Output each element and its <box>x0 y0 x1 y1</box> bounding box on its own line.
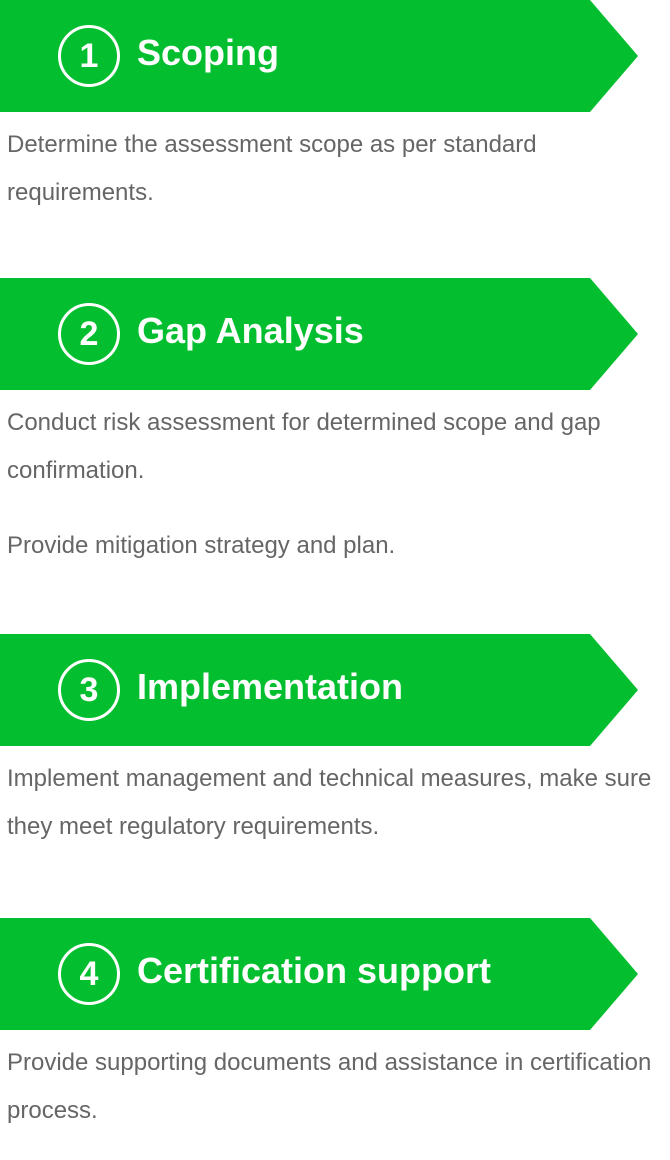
step-implementation: 3 Implementation Implement management an… <box>0 634 670 851</box>
step-scoping: 1 Scoping Determine the assessment scope… <box>0 0 670 217</box>
step-title: Scoping <box>137 32 279 73</box>
step-description-block: Determine the assessment scope as per st… <box>0 112 670 217</box>
step-certification-support: 4 Certification support Provide supporti… <box>0 918 670 1135</box>
step-description-block: Implement management and technical measu… <box>0 746 670 851</box>
step-description-block: Provide supporting documents and assista… <box>0 1030 670 1135</box>
arrow-banner-shape <box>0 918 638 1030</box>
arrow-banner-shape <box>0 278 638 390</box>
step-number-badge: 4 <box>58 943 120 1005</box>
step-number-badge: 2 <box>58 303 120 365</box>
step-banner: 2 Gap Analysis <box>0 278 638 390</box>
step-title: Implementation <box>137 666 404 707</box>
step-number-badge: 1 <box>58 25 120 87</box>
arrow-banner-shape <box>0 0 638 112</box>
step-title: Certification support <box>137 950 492 991</box>
arrow-banner-shape <box>0 634 638 746</box>
step-description-block: Conduct risk assessment for determined s… <box>0 390 670 570</box>
step-banner: 1 Scoping <box>0 0 638 112</box>
step-banner: 4 Certification support <box>0 918 638 1030</box>
step-banner: 3 Implementation <box>0 634 638 746</box>
step-description: Conduct risk assessment for determined s… <box>7 409 601 484</box>
step-description: Provide mitigation strategy and plan. <box>7 532 396 559</box>
step-description: Implement management and technical measu… <box>7 765 652 840</box>
step-title: Gap Analysis <box>137 310 364 351</box>
step-gap-analysis: 2 Gap Analysis Conduct risk assessment f… <box>0 278 670 570</box>
step-description: Provide supporting documents and assista… <box>7 1049 652 1124</box>
step-number-badge: 3 <box>58 659 120 721</box>
step-description: Determine the assessment scope as per st… <box>7 131 537 206</box>
